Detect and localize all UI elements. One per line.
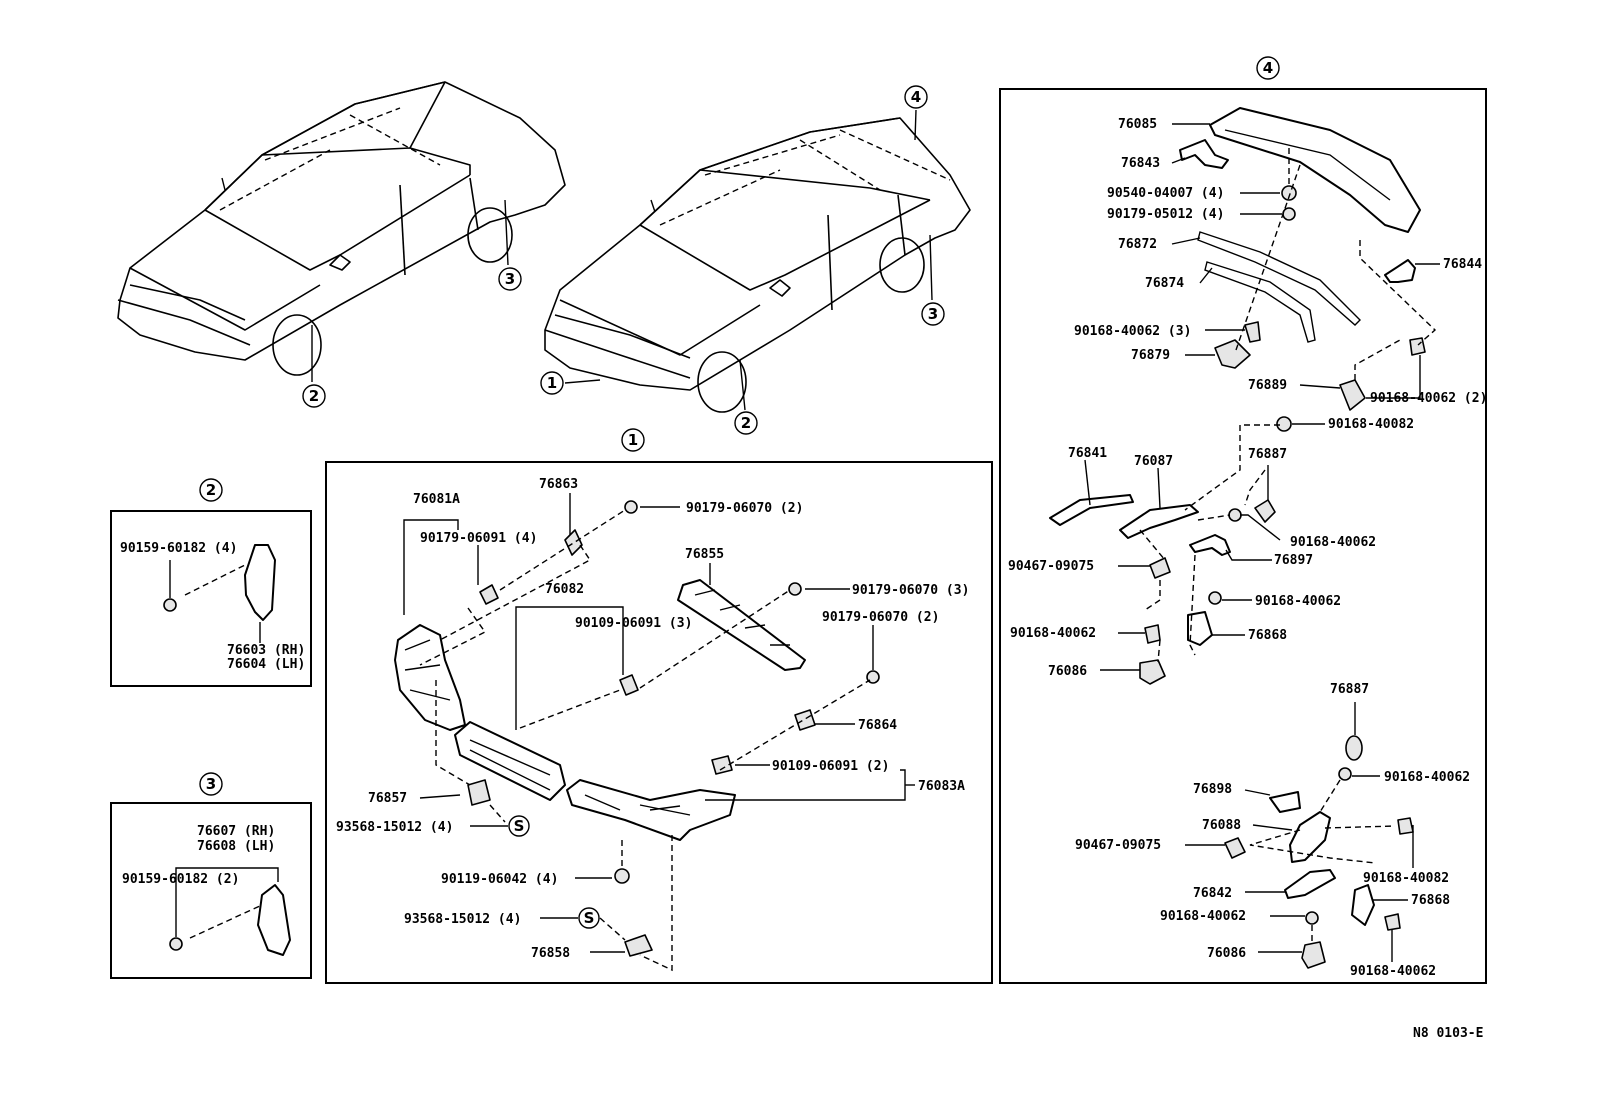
svg-text:4: 4 [911, 88, 921, 106]
label-76887b: 76887 [1330, 682, 1369, 697]
label-90168-40062e: 90168-40062 [1160, 909, 1246, 924]
label-90179-06070-2a: 90179-06070 (2) [686, 501, 803, 516]
label-76608-lh: 76608 (LH) [197, 839, 275, 854]
label-76889: 76889 [1248, 378, 1287, 393]
label-76604-lh: 76604 (LH) [227, 657, 305, 672]
box-4-frame [999, 88, 1487, 984]
section-header-3[interactable]: 3 [199, 772, 223, 796]
label-76085: 76085 [1118, 117, 1157, 132]
label-76844: 76844 [1443, 257, 1482, 272]
label-90467-09075a: 90467-09075 [1008, 559, 1094, 574]
label-90119-06042-4: 90119-06042 (4) [441, 872, 558, 887]
label-93568-15012-4b: 93568-15012 (4) [404, 912, 521, 927]
label-76864: 76864 [858, 718, 897, 733]
callout-3-car1[interactable]: 3 [498, 267, 522, 291]
label-90168-40082a: 90168-40082 [1328, 417, 1414, 432]
callout-3-car2[interactable]: 3 [921, 302, 945, 326]
liftback-illustration [544, 117, 971, 413]
svg-text:2: 2 [741, 414, 751, 432]
svg-text:4: 4 [1263, 59, 1273, 77]
label-76887a: 76887 [1248, 447, 1287, 462]
label-90109-06091-2: 90109-06091 (2) [772, 759, 889, 774]
box-1-parts [394, 493, 915, 972]
section-header-1[interactable]: 1 [621, 428, 645, 452]
label-76855: 76855 [685, 547, 724, 562]
callout-2-car2[interactable]: 2 [734, 411, 758, 435]
box-1-frame [325, 461, 993, 984]
label-76842: 76842 [1193, 886, 1232, 901]
svg-text:S: S [584, 909, 595, 927]
label-76083a: 76083A [918, 779, 965, 794]
label-76874: 76874 [1145, 276, 1184, 291]
label-90109-06091-3: 90109-06091 (3) [575, 616, 692, 631]
label-76879: 76879 [1131, 348, 1170, 363]
label-90168-40062-3: 90168-40062 (3) [1074, 324, 1191, 339]
label-76086a: 76086 [1048, 664, 1087, 679]
label-76897: 76897 [1274, 553, 1313, 568]
label-76857: 76857 [368, 791, 407, 806]
box-2-frame [110, 510, 312, 687]
label-76863: 76863 [539, 477, 578, 492]
diagram-code: N8 0103-E [1413, 1026, 1483, 1041]
label-90179-06070-2b: 90179-06070 (2) [822, 610, 939, 625]
label-76603-rh: 76603 (RH) [227, 643, 305, 658]
svg-text:1: 1 [547, 374, 557, 392]
label-90179-05012-4: 90179-05012 (4) [1107, 207, 1224, 222]
label-76607-rh: 76607 (RH) [197, 824, 275, 839]
callout-2-car1[interactable]: 2 [302, 384, 326, 408]
label-90168-40062d: 90168-40062 [1384, 770, 1470, 785]
label-90168-40062a: 90168-40062 [1290, 535, 1376, 550]
label-76087: 76087 [1134, 454, 1173, 469]
label-90159-60182-4: 90159-60182 (4) [120, 541, 237, 556]
label-76082: 76082 [545, 582, 584, 597]
label-76088: 76088 [1202, 818, 1241, 833]
svg-text:3: 3 [206, 775, 216, 793]
label-76872: 76872 [1118, 237, 1157, 252]
label-90159-60182-2: 90159-60182 (2) [122, 872, 239, 887]
label-90168-40062c: 90168-40062 [1010, 626, 1096, 641]
svg-text:S: S [514, 817, 525, 835]
svg-text:3: 3 [505, 270, 515, 288]
callout-4-car2[interactable]: 4 [904, 85, 928, 109]
label-76843: 76843 [1121, 156, 1160, 171]
s-marker-2: S [578, 907, 600, 929]
label-76858: 76858 [531, 946, 570, 961]
label-90168-40062f: 90168-40062 [1350, 964, 1436, 979]
section-header-2[interactable]: 2 [199, 478, 223, 502]
svg-text:2: 2 [309, 387, 319, 405]
section-header-4[interactable]: 4 [1256, 56, 1280, 80]
label-90168-40062-2: 90168-40062 (2) [1370, 391, 1487, 406]
label-90179-06070-3: 90179-06070 (3) [852, 583, 969, 598]
box-4-parts [1049, 107, 1440, 969]
label-76868b: 76868 [1411, 893, 1450, 908]
label-90540-04007-4: 90540-04007 (4) [1107, 186, 1224, 201]
label-76868a: 76868 [1248, 628, 1287, 643]
label-76898: 76898 [1193, 782, 1232, 797]
box-3-frame [110, 802, 312, 979]
svg-text:1: 1 [628, 431, 638, 449]
svg-text:2: 2 [206, 481, 216, 499]
box-3-parts [169, 867, 291, 956]
label-90467-09075b: 90467-09075 [1075, 838, 1161, 853]
label-76086b: 76086 [1207, 946, 1246, 961]
box-2-parts [163, 544, 276, 643]
label-76841: 76841 [1068, 446, 1107, 461]
sedan-illustration [117, 81, 566, 376]
label-93568-15012-4a: 93568-15012 (4) [336, 820, 453, 835]
callout-1-car2[interactable]: 1 [540, 371, 564, 395]
label-76081a: 76081A [413, 492, 460, 507]
label-90168-40062b: 90168-40062 [1255, 594, 1341, 609]
s-marker-1: S [508, 815, 530, 837]
label-90179-06091-4: 90179-06091 (4) [420, 531, 537, 546]
label-90168-40082b: 90168-40082 [1363, 871, 1449, 886]
svg-text:3: 3 [928, 305, 938, 323]
